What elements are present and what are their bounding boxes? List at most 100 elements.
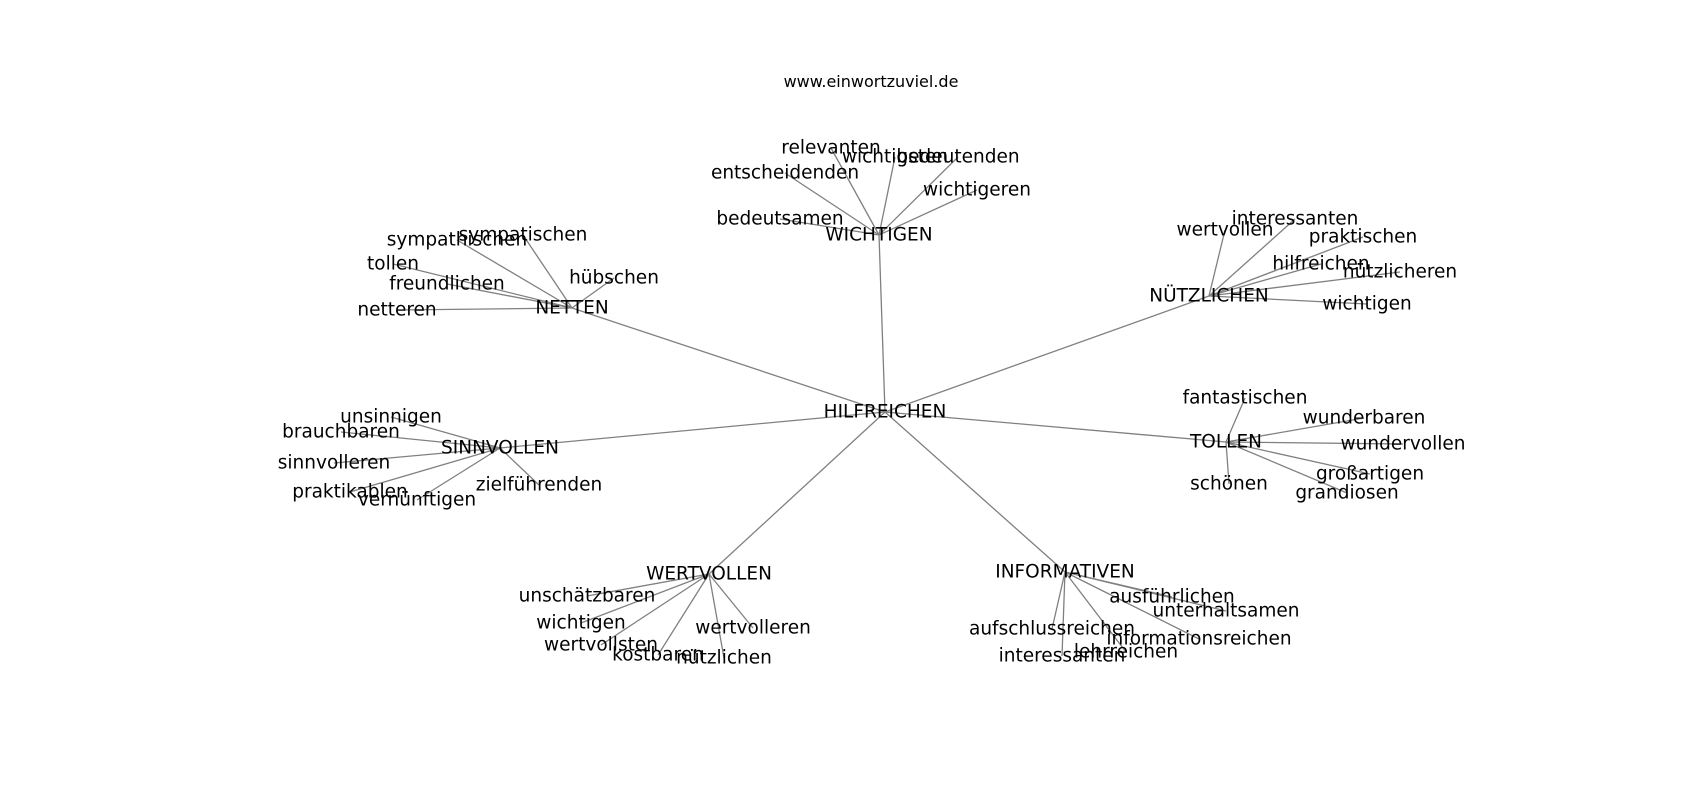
cluster-node-label: WICHTIGEN: [825, 225, 932, 246]
edge-cluster-to-leaf: [1225, 441, 1404, 445]
leaf-node-label: relevanten: [781, 138, 880, 159]
leaf-node-label: tollen: [367, 254, 419, 275]
leaf-node-label: bedeutenden: [896, 147, 1019, 168]
edge-cluster-to-leaf: [1208, 271, 1401, 297]
leaf-node-label: freundlichen: [389, 274, 505, 295]
leaf-node-label: sympathischen: [387, 230, 527, 251]
leaf-node-label: informationsreichen: [1106, 629, 1291, 650]
page-title: www.einwortzuviel.de: [783, 72, 959, 91]
leaf-node-label: sympatischen: [459, 225, 588, 246]
edge-cluster-to-leaf: [1225, 397, 1246, 443]
edge-cluster-to-leaf: [1225, 441, 1230, 485]
graph-edges: [333, 147, 1404, 659]
leaf-node-label: wunderbaren: [1303, 408, 1426, 429]
edge-cluster-to-leaf: [1064, 571, 1227, 612]
leaf-node-label: wichtigsten: [842, 147, 948, 168]
edge-cluster-to-leaf: [586, 573, 710, 597]
edge-cluster-to-leaf: [390, 416, 501, 449]
edge-cluster-to-leaf: [1208, 295, 1368, 305]
edge-cluster-to-leaf: [708, 573, 725, 659]
edge-cluster-to-leaf: [1225, 441, 1371, 475]
edge-cluster-to-leaf: [878, 189, 978, 236]
edge-cluster-to-leaf: [333, 447, 501, 464]
leaf-node-label: zielführenden: [476, 475, 603, 496]
leaf-node-label: schönen: [1190, 474, 1268, 495]
edge-cluster-to-leaf: [779, 218, 880, 236]
leaf-node-label: bedeutsamen: [716, 209, 843, 230]
edge-cluster-to-leaf: [1064, 571, 1200, 640]
edge-cluster-to-leaf: [784, 172, 880, 236]
leaf-node-label: lehrreichen: [1074, 642, 1178, 663]
edge-center-to-cluster: [884, 411, 1227, 443]
leaf-node-label: wertvollsten: [544, 635, 658, 656]
edge-cluster-to-leaf: [600, 573, 710, 646]
leaf-node-label: kostbaren: [612, 645, 704, 666]
edge-cluster-to-leaf: [416, 447, 501, 501]
leaf-node-label: wertvollen: [1176, 220, 1273, 241]
leaf-node-label: wichtigeren: [923, 180, 1031, 201]
edge-cluster-to-leaf: [1051, 571, 1066, 630]
cluster-node-label: NÜTZLICHEN: [1149, 285, 1268, 307]
edge-center-to-cluster: [571, 307, 886, 413]
edge-cluster-to-leaf: [1064, 571, 1127, 653]
edge-cluster-to-leaf: [1061, 571, 1066, 657]
edge-cluster-to-leaf: [1225, 417, 1365, 443]
edge-cluster-to-leaf: [657, 573, 710, 656]
cluster-node-label: INFORMATIVEN: [995, 562, 1134, 583]
leaf-node-label: wertvolleren: [695, 618, 811, 639]
edge-cluster-to-leaf: [349, 447, 501, 493]
edge-cluster-to-leaf: [522, 234, 573, 309]
leaf-node-label: unschätzbaren: [519, 586, 656, 607]
leaf-node-label: ausführlichen: [1109, 587, 1235, 608]
edge-center-to-cluster: [884, 295, 1210, 413]
leaf-node-label: nützlichen: [676, 648, 772, 669]
edge-cluster-to-leaf: [392, 263, 573, 309]
leaf-node-label: hübschen: [569, 268, 659, 289]
edge-cluster-to-leaf: [830, 147, 880, 236]
edge-center-to-cluster: [878, 234, 886, 413]
edge-cluster-to-leaf: [456, 239, 573, 309]
leaf-node-label: entscheidenden: [711, 163, 859, 184]
edge-center-to-cluster: [884, 411, 1066, 573]
leaf-node-label: interessanten: [999, 646, 1126, 667]
edge-cluster-to-leaf: [580, 573, 710, 624]
edge-center-to-cluster: [499, 411, 886, 449]
edge-cluster-to-leaf: [708, 573, 754, 629]
leaf-node-label: brauchbaren: [282, 422, 400, 443]
cluster-node-label: NETTEN: [535, 298, 608, 319]
leaf-node-label: unterhaltsamen: [1153, 601, 1300, 622]
edge-center-to-cluster: [708, 411, 886, 575]
leaf-node-label: interessanten: [1232, 209, 1359, 230]
leaf-node-label: großartigen: [1316, 464, 1424, 485]
edge-cluster-to-leaf: [878, 156, 959, 236]
edge-cluster-to-leaf: [396, 307, 573, 311]
center-node-label: HILFREICHEN: [824, 402, 947, 423]
leaf-node-label: vernünftigen: [358, 490, 476, 511]
leaf-node-label: sinnvolleren: [278, 453, 390, 474]
edge-cluster-to-leaf: [1225, 441, 1348, 494]
leaf-node-label: netteren: [357, 300, 436, 321]
leaf-node-label: aufschlussreichen: [969, 619, 1135, 640]
leaf-node-label: wichtigen: [536, 613, 625, 634]
leaf-node-label: unsinnigen: [340, 407, 442, 428]
edge-cluster-to-leaf: [571, 277, 615, 309]
leaf-node-label: nützlicheren: [1343, 262, 1457, 283]
cluster-node-label: TOLLEN: [1189, 432, 1262, 453]
leaf-node-label: wichtigen: [1322, 294, 1411, 315]
edge-cluster-to-leaf: [1208, 236, 1364, 297]
leaf-node-label: praktischen: [1309, 227, 1417, 248]
edge-cluster-to-leaf: [340, 431, 501, 449]
leaf-node-label: fantastischen: [1183, 388, 1308, 409]
leaf-node-label: hilfreichen: [1272, 254, 1369, 275]
edge-cluster-to-leaf: [499, 447, 540, 486]
graph-labels: HILFREICHEN WICHTIGEN relevantenwichtigste…: [278, 138, 1466, 669]
edge-cluster-to-leaf: [1208, 229, 1226, 297]
leaf-node-label: praktikablen: [292, 482, 408, 503]
edge-cluster-to-leaf: [878, 156, 896, 236]
edge-cluster-to-leaf: [1208, 218, 1296, 297]
cluster-node-label: SINNVOLLEN: [441, 438, 559, 459]
edge-cluster-to-leaf: [446, 283, 573, 309]
leaf-node-label: wundervollen: [1341, 434, 1466, 455]
edge-cluster-to-leaf: [1208, 263, 1322, 297]
